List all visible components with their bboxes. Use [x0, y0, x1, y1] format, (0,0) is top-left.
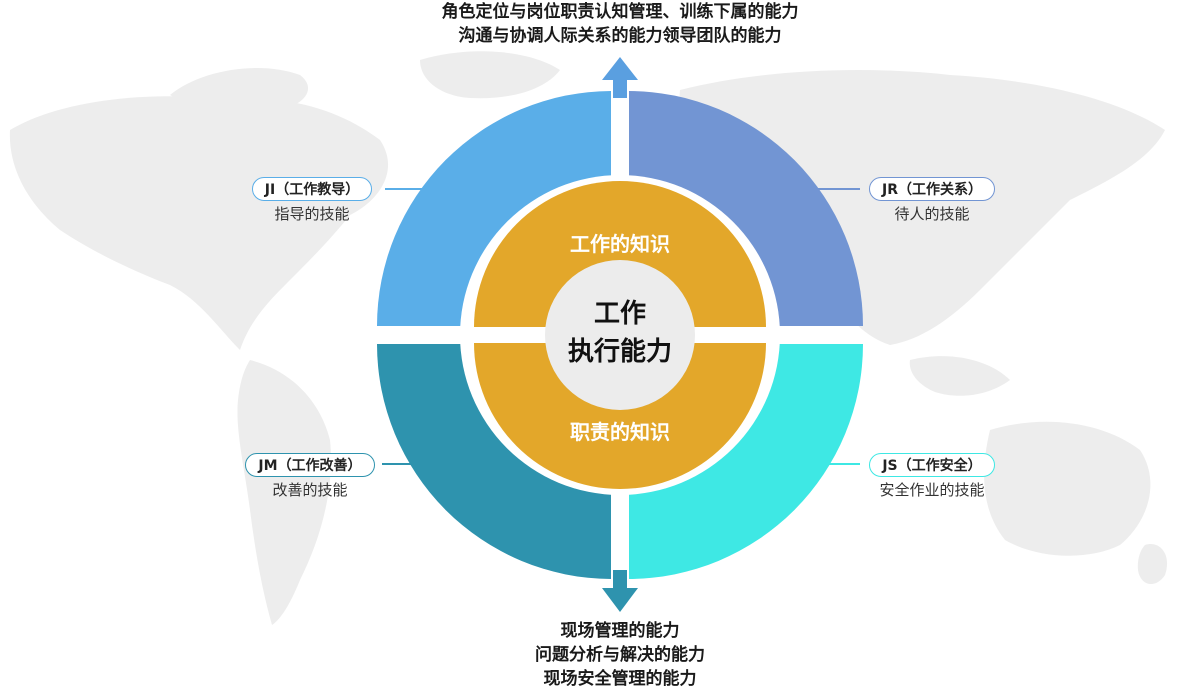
world-map-background — [9, 51, 1168, 625]
down-arrow-icon — [602, 570, 638, 612]
bottom-caption: 现场管理的能力 问题分析与解决的能力 现场安全管理的能力 — [0, 619, 1200, 691]
ji-label-group: JI（工作教导） 指导的技能 — [236, 177, 388, 224]
jm-desc: 改善的技能 — [272, 481, 348, 499]
jm-label-group: JM（工作改善） 改善的技能 — [230, 453, 390, 500]
js-desc: 安全作业的技能 — [879, 481, 985, 499]
jm-tag: JM（工作改善） — [245, 453, 375, 477]
inner-bottom-label: 职责的知识 — [570, 420, 670, 444]
inner-ring-bottom — [474, 343, 766, 489]
top-caption: 角色定位与岗位职责认知管理、训练下属的能力 沟通与协调人际关系的能力领导团队的能… — [0, 0, 1200, 48]
jr-label-group: JR（工作关系） 待人的技能 — [856, 177, 1008, 224]
jr-tag: JR（工作关系） — [869, 177, 995, 201]
bottom-caption-line: 问题分析与解决的能力 — [535, 645, 705, 665]
center-line1: 工作 — [594, 299, 646, 329]
jr-desc: 待人的技能 — [894, 205, 970, 223]
bottom-caption-line: 现场安全管理的能力 — [543, 669, 697, 689]
inner-top-label: 工作的知识 — [570, 232, 670, 256]
ji-desc: 指导的技能 — [274, 205, 350, 223]
js-tag: JS（工作安全） — [869, 453, 995, 477]
top-caption-line: 沟通与协调人际关系的能力领导团队的能力 — [458, 26, 782, 46]
inner-ring-top — [474, 181, 766, 327]
center-line2: 执行能力 — [568, 336, 672, 367]
ji-tag: JI（工作教导） — [251, 177, 373, 201]
up-arrow-icon — [602, 57, 638, 98]
bottom-caption-line: 现场管理的能力 — [560, 621, 680, 641]
core-circle — [545, 260, 695, 410]
top-caption-line: 角色定位与岗位职责认知管理、训练下属的能力 — [441, 2, 799, 22]
js-label-group: JS（工作安全） 安全作业的技能 — [856, 453, 1008, 500]
